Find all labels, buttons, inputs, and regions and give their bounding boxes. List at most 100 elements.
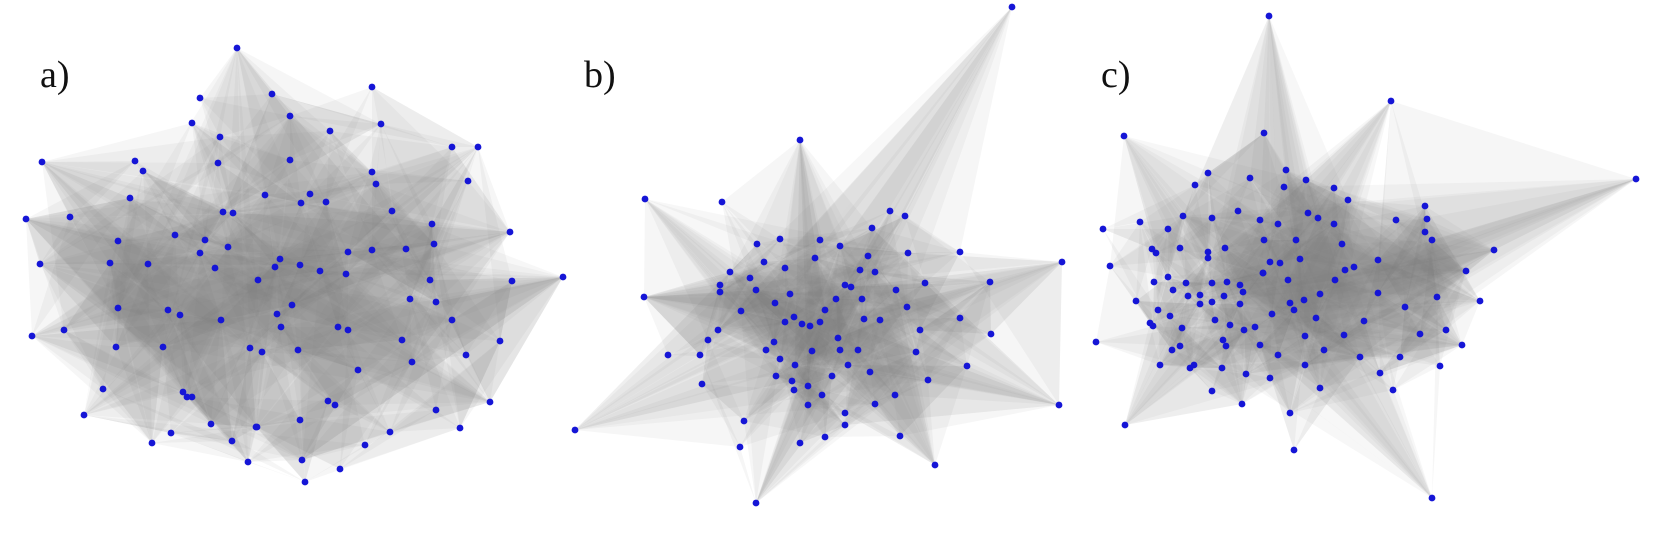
network-node — [901, 212, 909, 220]
simplex-face — [42, 123, 192, 308]
simplex-face — [756, 390, 875, 503]
simplex-face — [237, 48, 390, 432]
simplex-face — [756, 290, 1059, 405]
network-node — [432, 406, 440, 414]
network-node — [956, 248, 964, 256]
simplex-face — [1246, 310, 1294, 374]
simplex-face — [163, 277, 563, 352]
simplex-face — [825, 299, 862, 338]
network-node — [1442, 326, 1450, 334]
simplex-face — [1124, 136, 1224, 304]
simplex-face — [1243, 292, 1260, 374]
simplex-face — [774, 324, 802, 381]
network-node — [726, 268, 734, 276]
simplex-face — [302, 277, 563, 460]
simplex-face — [42, 162, 221, 320]
simplex-face — [348, 224, 436, 302]
simplex-face — [116, 212, 223, 347]
network-node — [246, 344, 254, 352]
simplex-face — [262, 327, 412, 362]
simplex-face — [644, 297, 862, 322]
network-node — [1274, 220, 1282, 228]
network-node — [1338, 240, 1346, 248]
simplex-face — [1260, 220, 1466, 271]
simplex-face — [1208, 248, 1225, 296]
network-node — [1234, 207, 1242, 215]
simplex-face — [298, 232, 510, 350]
simplex-face — [1124, 136, 1183, 277]
simplex-face — [1304, 300, 1360, 357]
network-node — [1058, 258, 1066, 266]
network-node — [211, 264, 219, 272]
simplex-face — [84, 160, 290, 427]
simplex-face — [1263, 224, 1278, 273]
simplex-face — [1125, 200, 1348, 425]
simplex-face — [1250, 178, 1342, 244]
simplex-face — [795, 140, 840, 365]
simplex-face — [880, 320, 928, 395]
simplex-face — [143, 171, 205, 253]
simplex-face — [1288, 259, 1304, 300]
simplex-face — [32, 314, 277, 348]
simplex-face — [776, 350, 858, 395]
simplex-face — [1294, 244, 1480, 310]
simplex-face — [1272, 314, 1344, 336]
simplex-face — [1284, 101, 1391, 213]
simplex-face — [340, 341, 500, 469]
simplex-face — [280, 160, 376, 259]
simplex-face — [1334, 224, 1378, 293]
network-node — [1280, 183, 1288, 191]
simplex-face — [644, 199, 720, 297]
simplex-face — [575, 311, 741, 430]
simplex-face — [774, 303, 785, 342]
network-node — [1330, 220, 1338, 228]
network-node — [963, 362, 971, 370]
simplex-face — [774, 342, 808, 386]
simplex-face — [1154, 282, 1212, 316]
simplex-face — [744, 359, 780, 503]
simplex-face — [718, 140, 825, 330]
simplex-face — [372, 87, 478, 147]
simplex-face — [1264, 240, 1290, 303]
simplex-face — [1324, 321, 1380, 373]
simplex-face — [802, 258, 825, 324]
simplex-face — [1306, 101, 1391, 218]
simplex-face — [1240, 273, 1294, 310]
simplex-face — [812, 320, 880, 372]
simplex-face — [1208, 178, 1260, 252]
simplex-face — [272, 94, 452, 147]
simplex-face — [815, 258, 864, 319]
simplex-face — [766, 282, 990, 350]
simplex-face — [802, 324, 840, 351]
simplex-face — [1263, 240, 1304, 300]
network-node — [1282, 166, 1290, 174]
network-node — [288, 301, 296, 309]
network-node — [354, 366, 362, 374]
network-node — [1164, 273, 1172, 281]
simplex-face — [896, 262, 1062, 290]
simplex-face — [792, 381, 845, 425]
network-node — [268, 90, 276, 98]
network-node — [771, 299, 779, 307]
simplex-face — [223, 212, 300, 265]
network-node — [342, 270, 350, 278]
simplex-face — [702, 359, 780, 384]
simplex-face — [785, 294, 802, 324]
simplex-face — [302, 271, 563, 460]
simplex-face — [832, 350, 858, 376]
simplex-face — [644, 290, 756, 355]
simplex-face — [1182, 296, 1194, 365]
simplex-face — [1168, 229, 1208, 290]
simplex-face — [1227, 240, 1264, 282]
simplex-face — [84, 347, 183, 415]
simplex-face — [1255, 300, 1304, 327]
simplex-face — [298, 147, 478, 350]
simplex-face — [645, 199, 875, 404]
simplex-face — [200, 94, 272, 213]
simplex-face — [1208, 173, 1260, 220]
simplex-face — [1243, 240, 1288, 292]
simplex-face — [851, 270, 907, 307]
simplex-face — [290, 116, 381, 160]
network-node — [496, 337, 504, 345]
network-node — [188, 393, 196, 401]
